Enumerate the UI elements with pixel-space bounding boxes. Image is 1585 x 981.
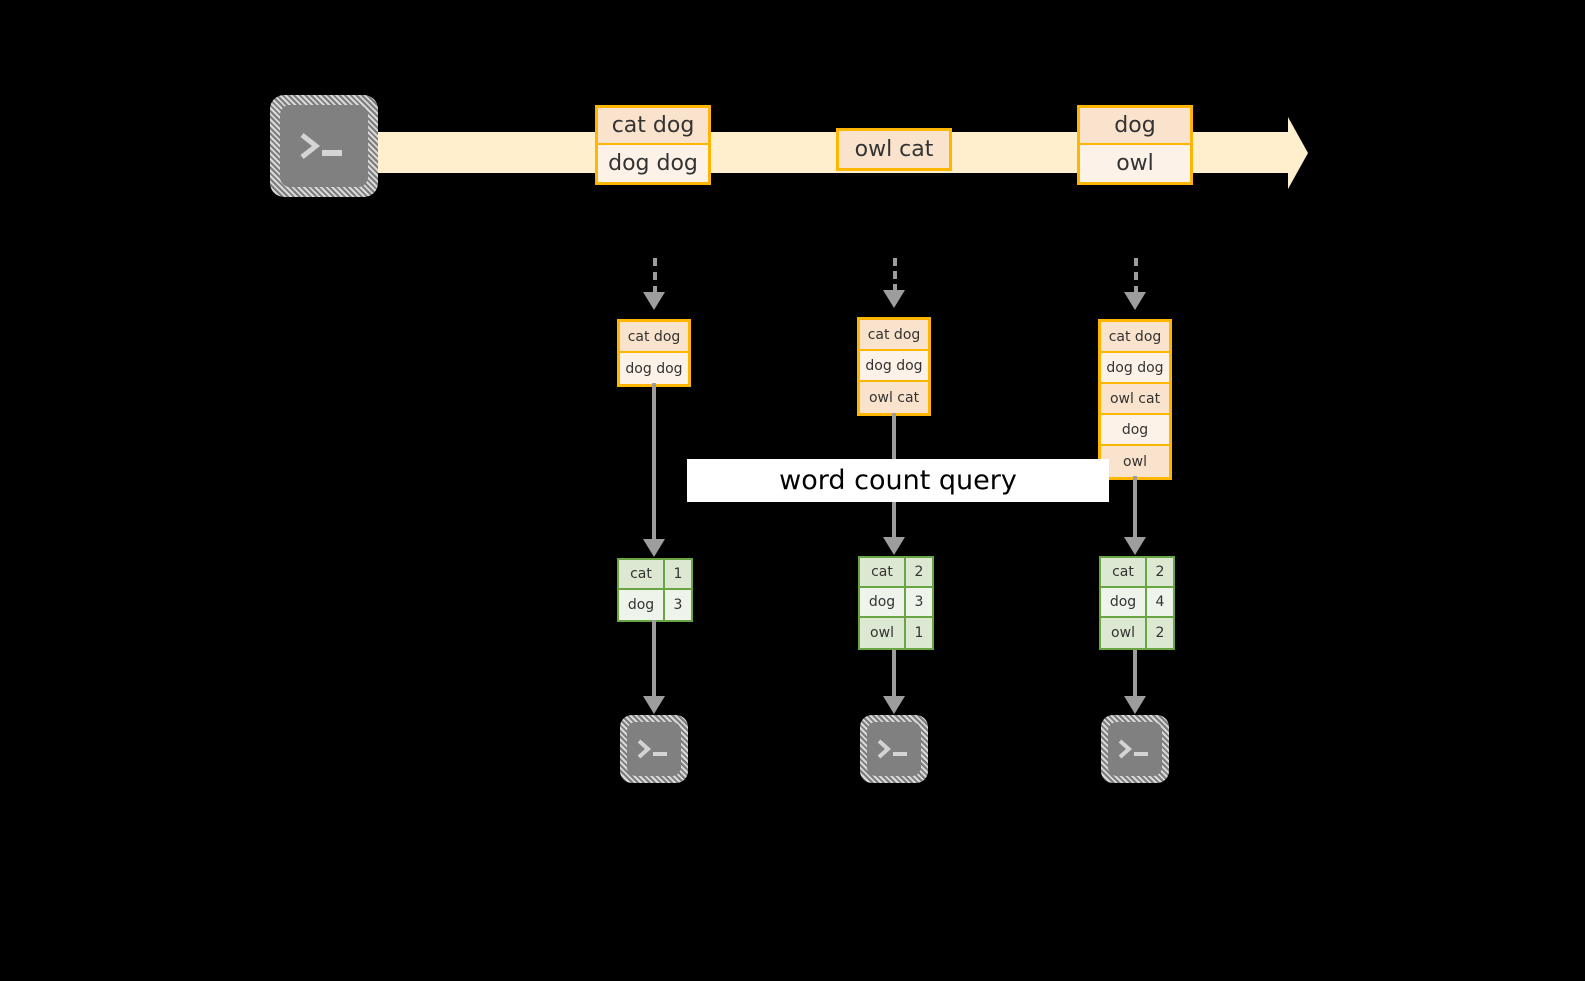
table-cell-word: dog: [860, 588, 906, 616]
result-to-sink-connector: [892, 650, 896, 698]
table-cell-word: dog: [1101, 588, 1147, 616]
table-cell-count: 1: [665, 560, 691, 588]
table-cell-word: cat: [860, 558, 906, 586]
record-line: dog: [1080, 108, 1190, 145]
table-cell-count: 3: [665, 590, 691, 620]
result-table: cat 1 dog 3: [617, 558, 693, 622]
buffer-stack: cat dog dog dog owl cat dog owl: [1098, 319, 1172, 480]
terminal-prompt-icon: [877, 739, 907, 759]
terminal-icon[interactable]: [1101, 715, 1169, 783]
arrow-head-icon: [883, 537, 905, 555]
table-cell-word: owl: [1101, 618, 1147, 648]
table-row: dog 3: [860, 588, 932, 618]
record-line: cat dog: [598, 108, 708, 145]
table-cell-count: 3: [906, 588, 932, 616]
record-line: owl cat: [839, 131, 949, 168]
table-row: owl 1: [860, 618, 932, 648]
table-cell-count: 2: [1147, 618, 1173, 648]
buffer-line: cat dog: [860, 320, 928, 351]
table-cell-count: 2: [1147, 558, 1173, 586]
terminal-prompt-icon: [300, 133, 342, 159]
table-row: dog 3: [619, 590, 691, 620]
table-row: cat 2: [1101, 558, 1173, 588]
stream-to-buffer-connector: [653, 258, 657, 294]
stream-record: cat dog dog dog: [595, 105, 711, 185]
result-table: cat 2 dog 3 owl 1: [858, 556, 934, 650]
table-cell-word: cat: [1101, 558, 1147, 586]
table-row: owl 2: [1101, 618, 1173, 648]
table-cell-word: dog: [619, 590, 665, 620]
arrow-head-icon: [883, 696, 905, 714]
buffer-line: owl cat: [860, 382, 928, 413]
terminal-icon[interactable]: [860, 715, 928, 783]
terminal-prompt-icon: [637, 739, 667, 759]
stream-to-buffer-connector: [1134, 258, 1138, 294]
result-to-sink-connector: [1133, 650, 1137, 698]
table-cell-count: 4: [1147, 588, 1173, 616]
buffer-to-result-connector: [652, 383, 656, 541]
buffer-line: cat dog: [620, 322, 688, 353]
arrow-head-icon: [643, 696, 665, 714]
terminal-icon[interactable]: [620, 715, 688, 783]
terminal-screen: [280, 105, 368, 187]
arrow-head-icon: [883, 290, 905, 308]
arrow-head-icon: [1124, 292, 1146, 310]
stream-arrow-head: [1288, 117, 1308, 189]
buffer-line: dog dog: [1101, 353, 1169, 384]
table-cell-count: 2: [906, 558, 932, 586]
terminal-screen: [867, 722, 921, 776]
buffer-line: dog: [1101, 415, 1169, 446]
arrow-head-icon: [643, 292, 665, 310]
stream-record: dog owl: [1077, 105, 1193, 185]
buffer-stack: cat dog dog dog owl cat: [857, 317, 931, 416]
buffer-line: owl cat: [1101, 384, 1169, 415]
table-cell-word: owl: [860, 618, 906, 648]
query-label: word count query: [687, 459, 1109, 502]
stream-record: owl cat: [836, 128, 952, 171]
stream-to-buffer-connector: [893, 258, 897, 292]
record-line: owl: [1080, 145, 1190, 182]
terminal-screen: [627, 722, 681, 776]
table-row: dog 4: [1101, 588, 1173, 618]
terminal-screen: [1108, 722, 1162, 776]
result-to-sink-connector: [652, 620, 656, 698]
result-table: cat 2 dog 4 owl 2: [1099, 556, 1175, 650]
buffer-line: cat dog: [1101, 322, 1169, 353]
arrow-head-icon: [1124, 537, 1146, 555]
table-row: cat 1: [619, 560, 691, 590]
terminal-prompt-icon: [1118, 739, 1148, 759]
terminal-icon[interactable]: [270, 95, 378, 197]
arrow-head-icon: [1124, 696, 1146, 714]
buffer-to-result-connector: [1133, 476, 1137, 539]
table-cell-count: 1: [906, 618, 932, 648]
buffer-line: dog dog: [860, 351, 928, 382]
table-row: cat 2: [860, 558, 932, 588]
table-cell-word: cat: [619, 560, 665, 588]
buffer-stack: cat dog dog dog: [617, 319, 691, 387]
arrow-head-icon: [643, 539, 665, 557]
buffer-line: owl: [1101, 446, 1169, 477]
record-line: dog dog: [598, 145, 708, 182]
buffer-line: dog dog: [620, 353, 688, 384]
